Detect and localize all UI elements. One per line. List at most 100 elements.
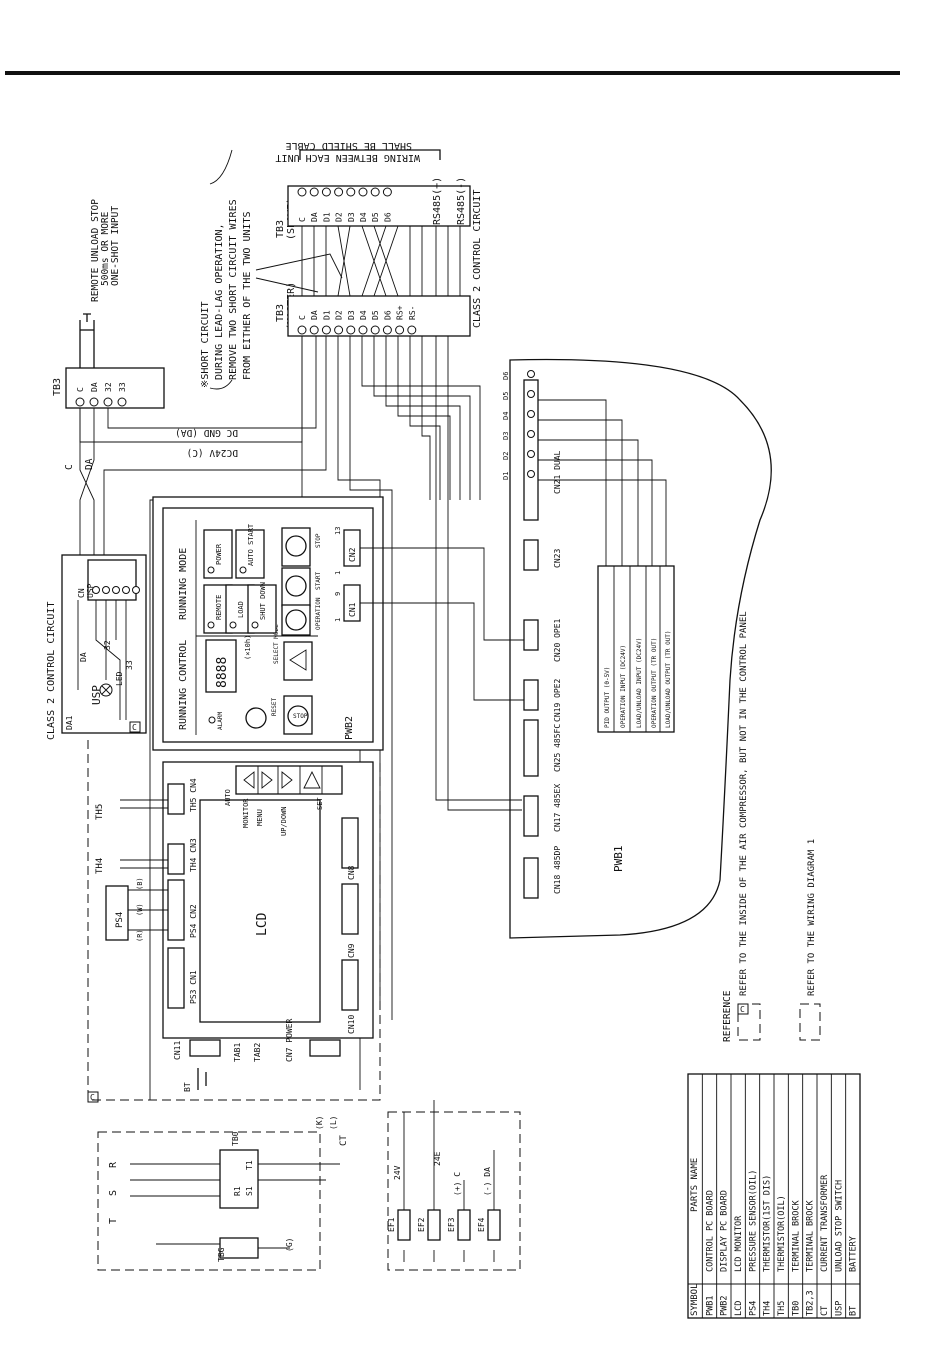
tb3-master-terminal bbox=[309, 325, 319, 335]
svg-text:T1: T1 bbox=[245, 1160, 254, 1170]
tb3-master-terminal-label: C bbox=[298, 315, 307, 320]
svg-text:DURING LEAD-LAG OPERATION,: DURING LEAD-LAG OPERATION, bbox=[214, 223, 225, 380]
tb3-slave-terminal-label: D1 bbox=[322, 212, 331, 222]
operation-dial[interactable] bbox=[285, 609, 307, 631]
parts-table-name: LCD MONITOR bbox=[734, 1215, 744, 1272]
svg-text:AUTO START: AUTO START bbox=[247, 523, 255, 566]
tb3-master-terminal bbox=[395, 325, 405, 335]
svg-text:CN11: CN11 bbox=[173, 1041, 182, 1060]
svg-text:TH4: TH4 bbox=[95, 858, 105, 874]
svg-text:PWB1: PWB1 bbox=[612, 846, 625, 873]
parts-table-symbol: BT bbox=[849, 1306, 859, 1316]
start-dial[interactable] bbox=[285, 575, 307, 597]
tb3-left-terminal-label: 33 bbox=[118, 382, 127, 392]
svg-text:ONE-SHOT INPUT: ONE-SHOT INPUT bbox=[110, 206, 121, 286]
tb3-master-terminal bbox=[358, 325, 368, 335]
svg-text:REFER TO THE INSIDE OF THE AIR: REFER TO THE INSIDE OF THE AIR COMPRESSO… bbox=[739, 611, 749, 996]
tb3-master-terminal bbox=[407, 325, 417, 335]
svg-text:PS4: PS4 bbox=[115, 912, 125, 928]
svg-text:R1: R1 bbox=[233, 1186, 242, 1196]
svg-text:PS4 CN2: PS4 CN2 bbox=[189, 904, 198, 938]
d-label: D4 bbox=[502, 412, 510, 420]
tb3-master-terminal-label: RS- bbox=[408, 306, 417, 320]
svg-text:USP: USP bbox=[86, 583, 95, 598]
parts-table-name: UNLOAD STOP SWITCH bbox=[834, 1180, 844, 1272]
tb3-left-terminal bbox=[103, 397, 113, 407]
svg-text:PS3 CN1: PS3 CN1 bbox=[189, 970, 198, 1004]
parts-table-symbol: LCD bbox=[734, 1301, 744, 1316]
svg-text:TH5 CN4: TH5 CN4 bbox=[189, 778, 198, 812]
svg-text:CN1: CN1 bbox=[348, 602, 357, 617]
svg-text:LED: LED bbox=[115, 671, 124, 686]
usp-pin bbox=[102, 586, 110, 594]
svg-text:SYMBOL: SYMBOL bbox=[690, 1283, 700, 1316]
svg-text:DA1: DA1 bbox=[65, 715, 74, 730]
svg-text:SET: SET bbox=[316, 797, 324, 810]
tb3-master-terminal-label: D1 bbox=[322, 310, 331, 320]
power-section: R S T TB0 R1 S1 T1 TBG (G) CT (K) (L) 24… bbox=[97, 1100, 521, 1271]
parts-table-symbol: PWB1 bbox=[705, 1296, 715, 1316]
tb3-master-terminal bbox=[297, 325, 307, 335]
stop-button[interactable] bbox=[287, 705, 309, 727]
svg-text:START: START bbox=[315, 572, 322, 590]
cn21-pin bbox=[527, 430, 535, 438]
dc24v-label: DC24V (C) bbox=[187, 447, 238, 458]
tb3-slave-terminal bbox=[358, 187, 368, 197]
parts-table-symbol: TH5 bbox=[777, 1301, 787, 1316]
left-arrow2-icon[interactable] bbox=[261, 771, 273, 789]
reset-button[interactable] bbox=[245, 707, 267, 729]
usp-pin bbox=[122, 586, 130, 594]
cn21-pin bbox=[527, 470, 535, 478]
parts-table-name: TERMINAL BROCK bbox=[791, 1199, 801, 1272]
svg-text:STOP: STOP bbox=[315, 533, 322, 548]
tb3-left-terminal bbox=[75, 397, 85, 407]
parts-table-name: DISPLAY PC BOARD bbox=[720, 1190, 730, 1272]
cn21-pin bbox=[527, 390, 535, 398]
right-arrow-icon[interactable] bbox=[281, 771, 293, 789]
tb3-slave-terminal-label: DA bbox=[310, 212, 319, 222]
tb3-slave-terminal-label: D2 bbox=[335, 212, 344, 222]
tb3-master-title: TB3 bbox=[275, 304, 286, 322]
svg-text:CN9: CN9 bbox=[347, 943, 356, 958]
tb3-slave-terminal-label: D3 bbox=[347, 212, 356, 222]
left-arrow-icon[interactable] bbox=[243, 771, 255, 789]
parts-table-symbol: TH4 bbox=[763, 1301, 773, 1316]
tb3-master-terminal-label: DA bbox=[310, 310, 319, 320]
class2-left-label: CLASS 2 CONTROL CIRCUIT bbox=[46, 602, 57, 740]
rs485-minus: RS485(-) bbox=[456, 177, 467, 225]
cn21-pin bbox=[527, 410, 535, 418]
svg-text:RESET: RESET bbox=[271, 698, 278, 716]
svg-text:1: 1 bbox=[334, 618, 342, 622]
stop-dial[interactable] bbox=[285, 535, 307, 557]
svg-text:1: 1 bbox=[334, 571, 342, 575]
tb3-slave-terminal bbox=[321, 187, 331, 197]
tb3-master-terminal-label: D6 bbox=[383, 310, 392, 320]
svg-text:LOAD/UNLOAD OUTPUT (TR OUT): LOAD/UNLOAD OUTPUT (TR OUT) bbox=[665, 630, 672, 728]
tb3-slave-terminal bbox=[309, 187, 319, 197]
tb3-master-terminal bbox=[346, 325, 356, 335]
svg-text:LOAD: LOAD bbox=[237, 601, 245, 618]
svg-text:SELECT MODE: SELECT MODE bbox=[273, 624, 280, 664]
tb3-slave-terminal bbox=[297, 187, 307, 197]
parts-table-symbol: CT bbox=[820, 1306, 830, 1316]
class2-right-label: CLASS 2 CONTROL CIRCUIT bbox=[472, 190, 483, 328]
svg-text:24E: 24E bbox=[433, 1151, 442, 1166]
tb3-master-terminal bbox=[321, 325, 331, 335]
svg-text:UP/DOWN: UP/DOWN bbox=[280, 806, 288, 836]
parts-table-name: CURRENT TRANSFORMER bbox=[820, 1174, 830, 1272]
svg-text:FROM EITHER OF THE TWO UNITS: FROM EITHER OF THE TWO UNITS bbox=[242, 211, 253, 380]
up-arrow-icon[interactable] bbox=[303, 770, 321, 789]
svg-text:CN: CN bbox=[77, 588, 86, 598]
top-rule bbox=[5, 71, 900, 75]
svg-text:13: 13 bbox=[334, 527, 342, 535]
d-label: D3 bbox=[502, 432, 510, 440]
pwb1-right-board: PWB1 CN21 DUAL CN23 CN20 OPE1 CN19 OPE2 … bbox=[360, 358, 772, 939]
parts-table-symbol: TB2,3 bbox=[806, 1290, 816, 1316]
svg-text:REMOVE TWO SHORT CIRCUIT WIRES: REMOVE TWO SHORT CIRCUIT WIRES bbox=[228, 199, 239, 380]
svg-text:TB0: TB0 bbox=[231, 1131, 240, 1146]
svg-text:TB3: TB3 bbox=[52, 378, 63, 396]
svg-text:REFERENCE: REFERENCE bbox=[722, 990, 733, 1042]
parts-table-symbol: USP bbox=[834, 1301, 844, 1316]
